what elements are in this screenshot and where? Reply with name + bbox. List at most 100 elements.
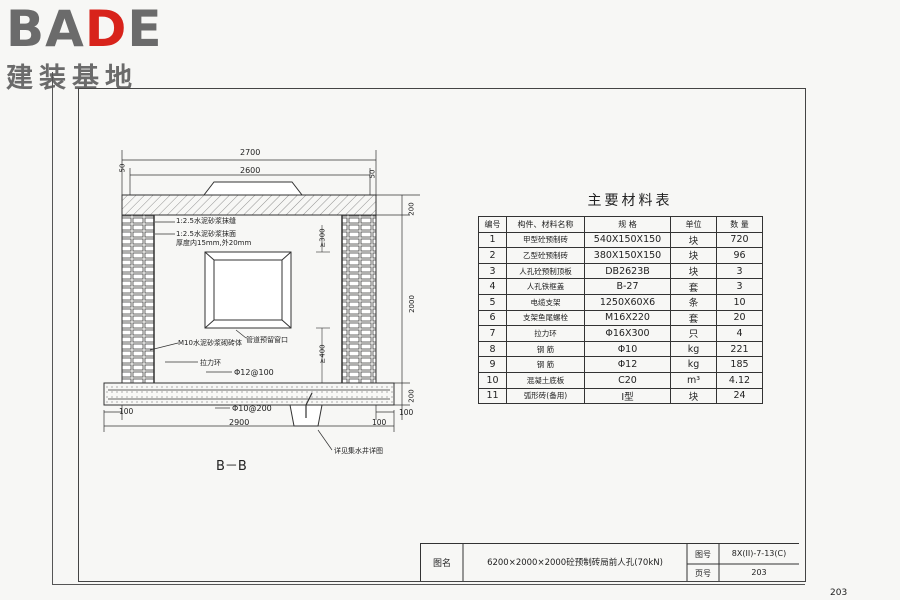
dim-inner-bottom: ≥400: [318, 344, 327, 364]
pipe-window: [204, 251, 292, 329]
cell-unit: 条: [670, 293, 717, 311]
cell-qty: 4.12: [716, 371, 763, 389]
cell-no: 1: [478, 231, 507, 249]
dim-top-left: 50: [118, 163, 127, 173]
label-plaster-mid: 1:2.5水泥砂浆抹面: [176, 230, 236, 238]
cell-name: 电缆支架: [506, 293, 585, 311]
cell-no: 5: [478, 293, 507, 311]
logo-text-c: E: [127, 0, 163, 58]
page-label: 页号: [695, 569, 711, 578]
cell-qty: 24: [716, 387, 763, 405]
col-header-no: 编号: [478, 216, 507, 233]
cell-no: 4: [478, 278, 507, 295]
left-brick-wall: [121, 214, 155, 384]
brand-logo: BADE 建装基地: [6, 4, 162, 95]
title-name-label: 图名: [432, 559, 451, 569]
dim-top-inner: 2600: [240, 166, 261, 175]
cell-no: 2: [478, 247, 507, 264]
cell-unit: 块: [670, 247, 717, 264]
dim-right-top: 200: [407, 202, 416, 216]
cell-unit: 套: [670, 278, 717, 295]
cell-name: 钢 筋: [506, 356, 585, 373]
dim-top-right: 50: [368, 169, 377, 179]
dim-inner-top: ≥300: [318, 228, 327, 248]
label-plaster-thickness: 厚度内15mm,外20mm: [176, 239, 252, 247]
title-block-grid: [462, 544, 799, 581]
cell-name: 人孔砼预制顶板: [506, 262, 585, 280]
materials-title: 主要材料表: [587, 193, 673, 209]
cell-no: 6: [478, 309, 507, 327]
cell-unit: m³: [670, 371, 717, 389]
fig-number: 8X(II)-7-13(C): [731, 549, 787, 558]
drawing-title: 6200×2000×2000砼预制砖局前人孔(70kN): [487, 558, 663, 568]
cell-name: 乙型砼预制砖: [506, 247, 585, 264]
cell-no: 3: [478, 262, 507, 280]
page-number: 203: [751, 568, 767, 577]
label-mortar: M10水泥砂浆砌砖体: [178, 339, 242, 347]
cell-qty: 185: [716, 356, 763, 373]
cell-name: 拉力环: [506, 325, 585, 342]
col-header-name: 构件、材料名称: [506, 216, 585, 233]
col-header-spec: 规 格: [584, 216, 671, 233]
floor-slab: [103, 382, 395, 427]
cell-spec: DB2623B: [584, 262, 671, 280]
roof-slab: [121, 181, 377, 216]
cell-no: 7: [478, 325, 507, 342]
cell-qty: 4: [716, 325, 763, 342]
cell-qty: 720: [716, 231, 763, 249]
dim-right-mid: 2000: [407, 295, 416, 313]
cell-spec: I型: [584, 387, 671, 405]
cell-spec: Φ16X300: [584, 325, 671, 342]
dim-top-total: 2700: [240, 148, 261, 157]
dim-bottom-left-1: 100: [119, 407, 134, 416]
cell-qty: 221: [716, 340, 763, 358]
cell-qty: 10: [716, 293, 763, 311]
logo-wordmark: BADE: [6, 4, 162, 54]
label-rebar-b: Φ10@200: [232, 404, 272, 413]
cell-qty: 3: [716, 262, 763, 280]
col-header-qty: 数 量: [716, 216, 763, 233]
section-label: B－B: [216, 459, 247, 474]
cell-spec: 380X150X150: [584, 247, 671, 264]
logo-text-b: D: [84, 0, 128, 58]
title-block: 图名 6200×2000×2000砼预制砖局前人孔(70kN) 图号 8X(II…: [420, 543, 799, 581]
dim-right-bottom: 200: [407, 389, 416, 403]
cell-unit: kg: [670, 356, 717, 373]
dim-bottom-total: 2900: [229, 418, 250, 427]
cell-unit: 块: [670, 262, 717, 280]
cell-qty: 20: [716, 309, 763, 327]
label-plaster-top: 1:2.5水泥砂浆抹缝: [176, 217, 236, 225]
cell-name: 甲型砼预制砖: [506, 231, 585, 249]
label-rebar-a: Φ12@100: [234, 368, 274, 377]
dim-bottom-right: 100: [372, 418, 387, 427]
cell-spec: Φ10: [584, 340, 671, 358]
cell-unit: 只: [670, 325, 717, 342]
corner-page-number: 203: [830, 588, 848, 598]
dim-right-mid-2: 100: [399, 408, 414, 417]
cell-no: 10: [478, 371, 507, 389]
fig-label: 图号: [695, 550, 711, 559]
cell-spec: 540X150X150: [584, 231, 671, 249]
cell-qty: 3: [716, 278, 763, 295]
sheet-border: [52, 72, 805, 585]
cell-qty: 96: [716, 247, 763, 264]
cell-spec: C20: [584, 371, 671, 389]
cell-unit: 块: [670, 231, 717, 249]
cell-name: 人孔铁框盖: [506, 278, 585, 295]
materials-header-row: 编号 构件、材料名称 规 格 单位 数 量: [478, 216, 763, 233]
right-brick-wall: [341, 214, 377, 384]
col-header-unit: 单位: [670, 216, 717, 233]
cell-spec: B-27: [584, 278, 671, 295]
cell-name: 钢 筋: [506, 340, 585, 358]
